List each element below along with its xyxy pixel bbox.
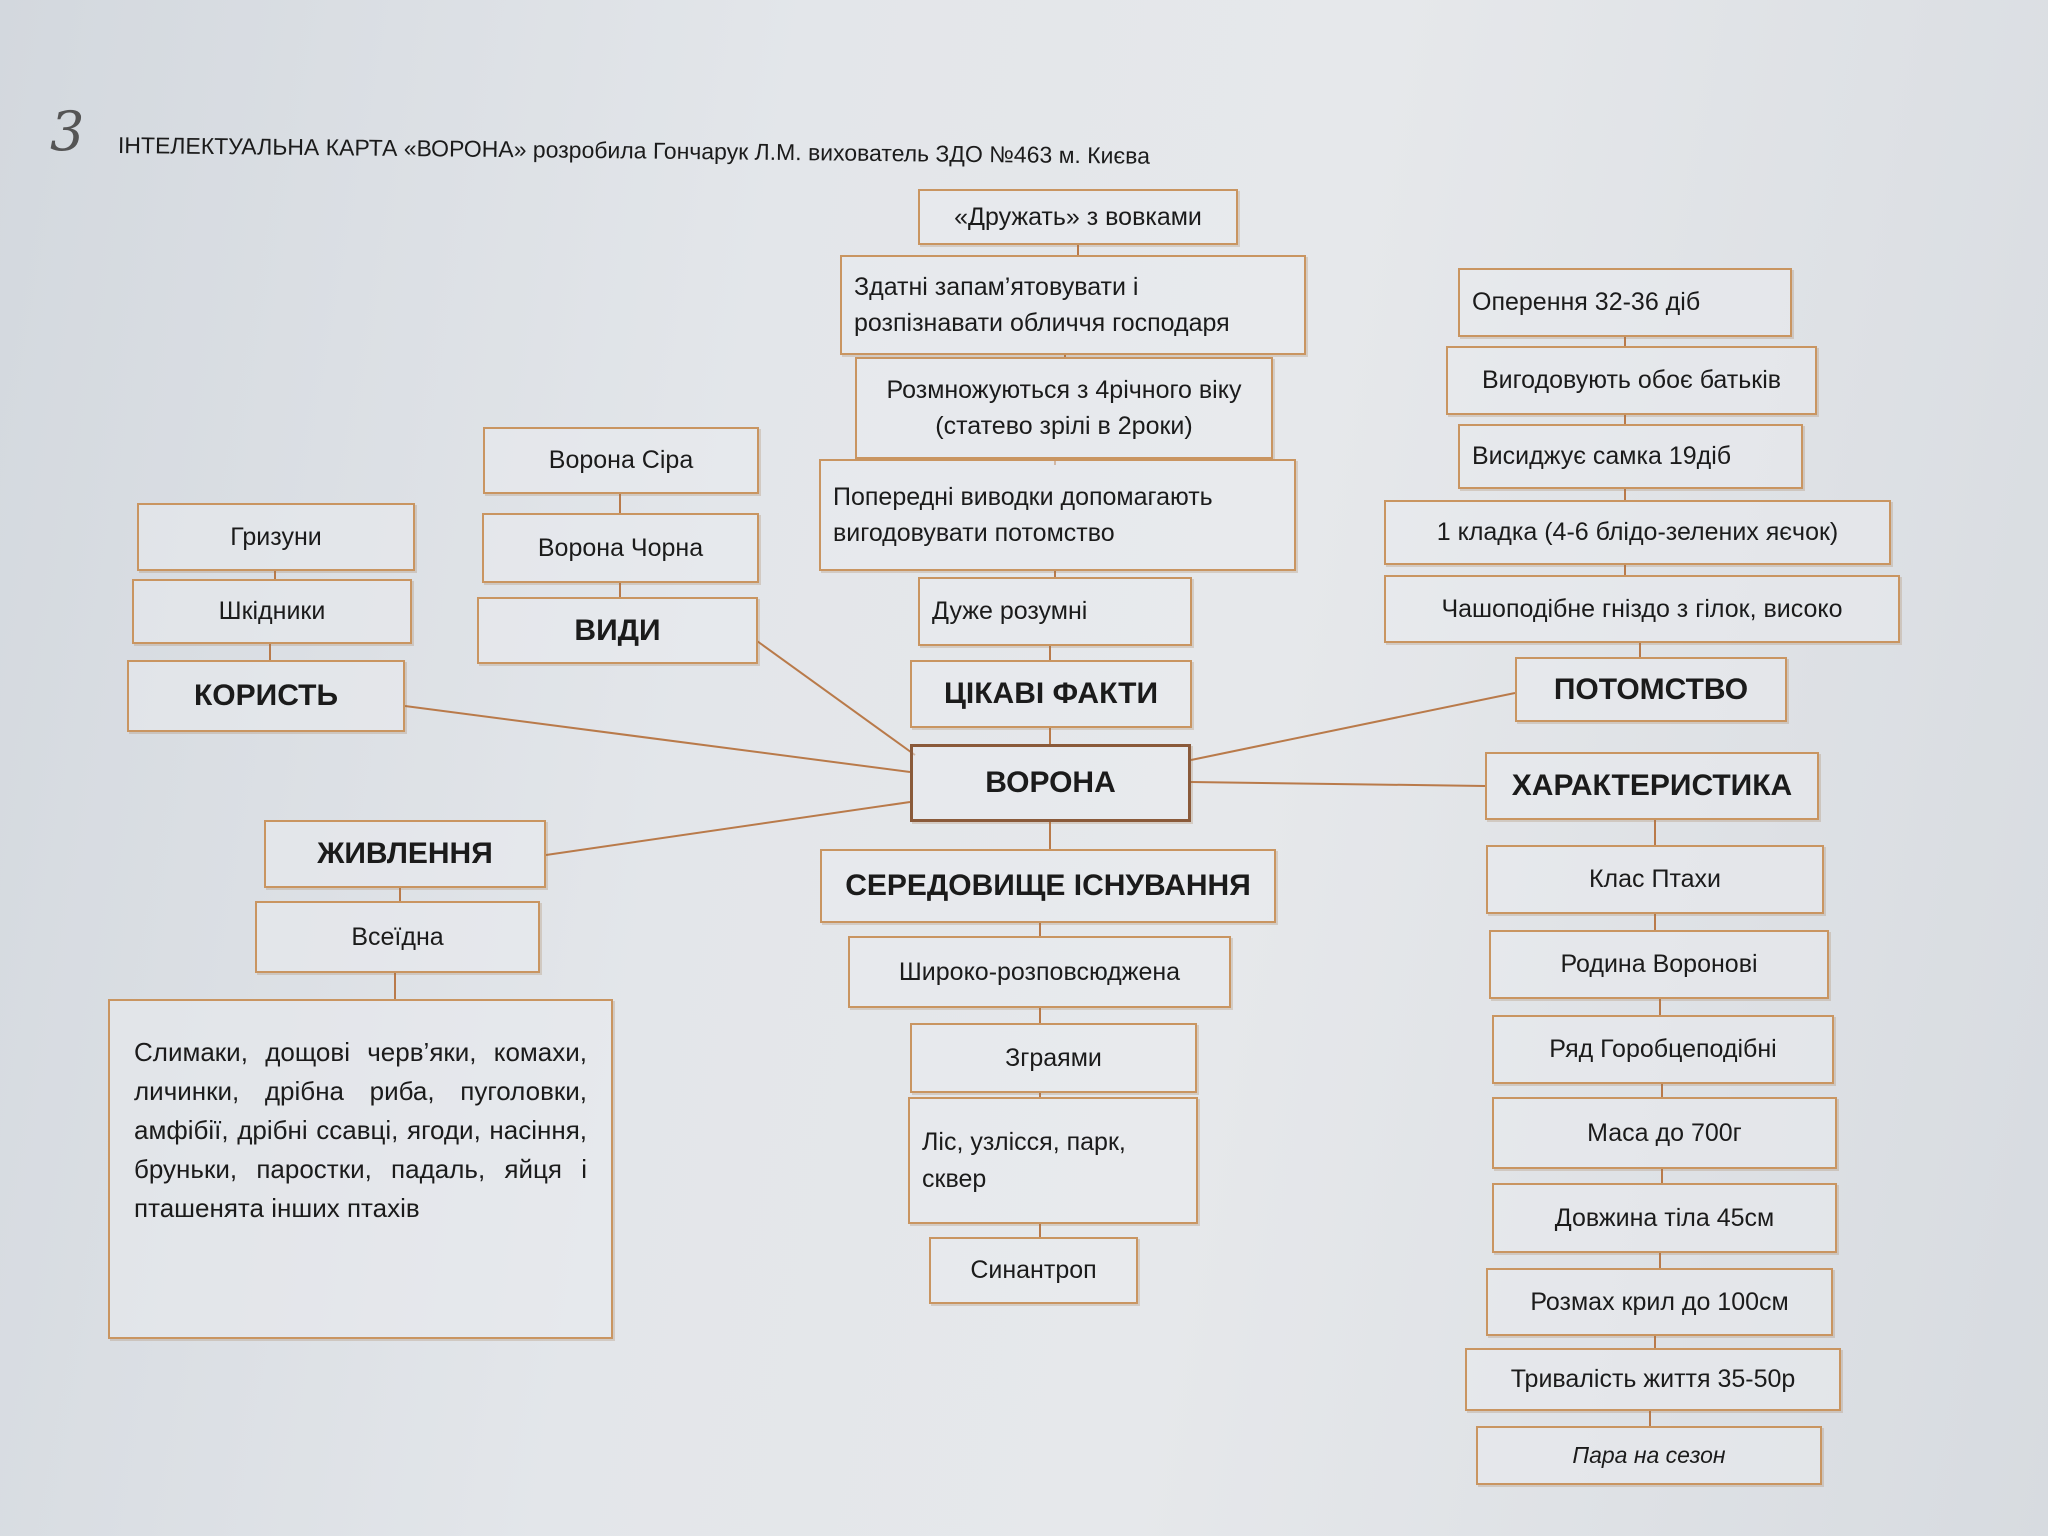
offspring-box: Чашоподібне гніздо з гілок, високо: [1384, 575, 1900, 643]
benefit-heading: КОРИСТЬ: [127, 660, 405, 732]
diet-type-box: Всеїдна: [255, 901, 540, 973]
species-box: Ворона Сіра: [483, 427, 759, 494]
fact-box: Здатні запам’ятовувати і розпізнавати об…: [840, 255, 1306, 355]
species-heading: ВИДИ: [477, 597, 758, 664]
connector-benefit: [404, 705, 911, 773]
habitat-box: Зграями: [910, 1023, 1197, 1093]
page-number: 3: [50, 100, 85, 163]
fact-box: Дуже розумні: [918, 577, 1192, 646]
characteristic-box: Тривалість життя 35-50р: [1465, 1348, 1841, 1411]
characteristics-heading: ХАРАКТЕРИСТИКА: [1485, 752, 1819, 820]
offspring-box: Висиджує самка 19діб: [1458, 424, 1803, 489]
characteristic-box: Розмах крил до 100см: [1486, 1268, 1833, 1336]
habitat-box: Синантроп: [929, 1237, 1138, 1304]
characteristic-box: Довжина тіла 45см: [1492, 1183, 1837, 1253]
connector-species: [756, 640, 916, 756]
habitat-box: Широко-розповсюджена: [848, 936, 1231, 1008]
offspring-box: 1 кладка (4-6 блідо-зелених яєчок): [1384, 500, 1891, 565]
characteristic-box: Клас Птахи: [1486, 845, 1824, 914]
characteristic-box: Пара на сезон: [1476, 1426, 1822, 1485]
species-box: Ворона Чорна: [482, 513, 759, 583]
fact-box: Попередні виводки допомагають вигодовува…: [819, 459, 1296, 571]
habitat-heading: СЕРЕДОВИЩЕ ІСНУВАННЯ: [820, 849, 1276, 923]
characteristic-box: Ряд Горобцеподібні: [1492, 1015, 1834, 1084]
offspring-box: Оперення 32-36 діб: [1458, 268, 1792, 337]
offspring-heading: ПОТОМСТВО: [1515, 657, 1787, 722]
characteristic-box: Маса до 700г: [1492, 1097, 1837, 1169]
characteristic-box: Родина Воронові: [1489, 930, 1829, 999]
benefit-box: Гризуни: [137, 503, 415, 571]
diet-heading: ЖИВЛЕННЯ: [264, 820, 546, 888]
connector-diet: [545, 801, 911, 856]
fact-box: Розмножуються з 4річного віку (статево з…: [855, 357, 1273, 459]
diet-details-box: Слимаки, дощові черв’яки, комахи, личинк…: [108, 999, 613, 1339]
connector-offspring: [1190, 692, 1516, 761]
offspring-box: Вигодовують обоє батьків: [1446, 346, 1817, 415]
connector-characteristics: [1190, 781, 1486, 787]
habitat-box: Ліс, узлісся, парк, сквер: [908, 1097, 1198, 1224]
benefit-box: Шкідники: [132, 579, 412, 644]
fact-box: «Дружать» з вовками: [918, 189, 1238, 245]
facts-heading: ЦІКАВІ ФАКТИ: [910, 660, 1192, 728]
center-node: ВОРОНА: [910, 744, 1191, 822]
